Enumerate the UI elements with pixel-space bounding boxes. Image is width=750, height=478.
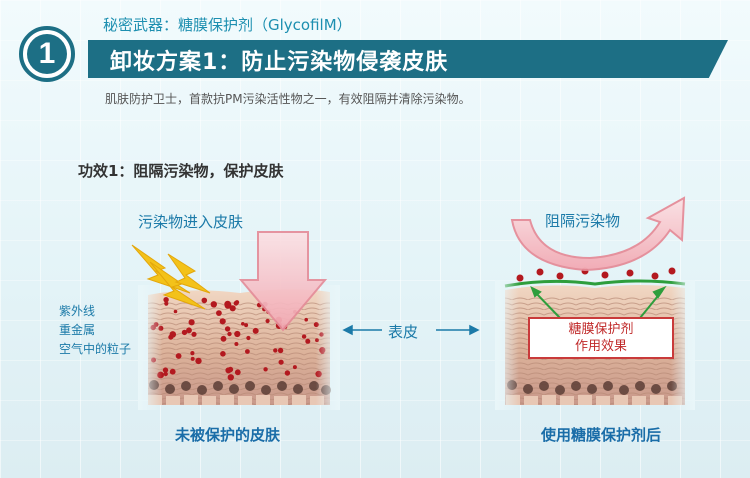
pollutant-uv: 紫外线: [59, 302, 131, 321]
pollutant-list: 紫外线 重金属 空气中的粒子: [59, 302, 131, 359]
effect-box: 糖膜保护剂 作用效果: [528, 317, 674, 359]
pollutant-entry-label: 污染物进入皮肤: [138, 211, 243, 232]
epidermis-label: 表皮: [388, 321, 418, 342]
effect-line-2: 作用效果: [575, 338, 627, 355]
unprotected-caption: 未被保护的皮肤: [175, 424, 280, 445]
deflect-arrow: [512, 198, 684, 270]
pollutant-heavy-metal: 重金属: [59, 321, 131, 340]
unprotected-skin: [138, 285, 340, 410]
block-pollutant-label: 阻隔污染物: [545, 210, 620, 231]
pollutant-particles: 空气中的粒子: [59, 340, 131, 359]
effect-line-1: 糖膜保护剂: [568, 321, 633, 338]
protected-caption: 使用糖膜保护剂后: [541, 424, 661, 445]
